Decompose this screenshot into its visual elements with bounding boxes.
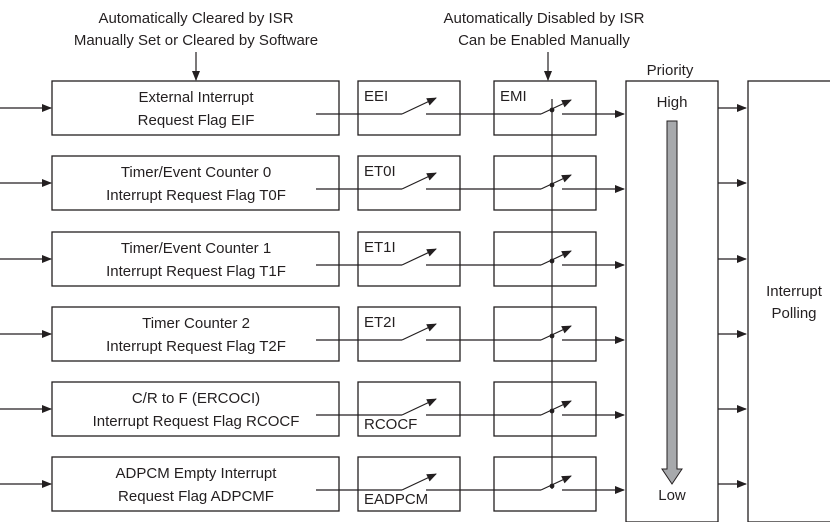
flag-name-line2: Interrupt Request Flag T2F: [106, 338, 286, 355]
enable-box: [357, 80, 461, 136]
master-switch: [540, 250, 572, 266]
master-switch: [540, 325, 572, 341]
interrupt-polling-box: [747, 80, 830, 522]
enable-switch-label: ET2I: [364, 314, 396, 331]
enable-switch-label: EADPCM: [364, 491, 428, 508]
emi-annotation: Automatically Disabled by ISR Can be Ena…: [444, 10, 645, 81]
enable-switch: [401, 398, 437, 416]
master-switch: [540, 99, 572, 115]
interrupt-polling-line2: Polling: [771, 305, 816, 322]
flag-name-line2: Interrupt Request Flag RCOCF: [93, 413, 300, 430]
flag-name-line1: Timer/Event Counter 1: [121, 240, 271, 257]
enable-switch: [401, 248, 437, 266]
flag-name-line1: Timer Counter 2: [142, 315, 250, 332]
priority-box: [625, 80, 719, 522]
flag-box: [51, 306, 340, 362]
enable-switch-label: ET1I: [364, 239, 396, 256]
flag-note-line2: Manually Set or Cleared by Software: [74, 32, 318, 49]
master-enable-box: [493, 80, 597, 136]
flag-note-line1: Automatically Cleared by ISR: [98, 10, 293, 27]
master-switch: [540, 174, 572, 190]
flag-name-line2: Interrupt Request Flag T0F: [106, 187, 286, 204]
master-enable-box: [493, 231, 597, 287]
priority-down-arrow: [661, 120, 683, 485]
master-enable-box: [493, 306, 597, 362]
priority-title: Priority: [647, 62, 694, 79]
flag-name-line2: Request Flag EIF: [138, 112, 255, 129]
master-switch-label: EMI: [500, 88, 527, 105]
flag-name-line1: ADPCM Empty Interrupt: [116, 465, 278, 482]
flag-name-line1: External Interrupt: [138, 89, 254, 106]
interrupt-polling-line1: Interrupt: [766, 283, 823, 300]
enable-switch-label: RCOCF: [364, 416, 417, 433]
flag-box: [51, 80, 340, 136]
enable-box: [357, 155, 461, 211]
enable-box: [357, 231, 461, 287]
enable-box: [357, 456, 461, 512]
flag-annotation: Automatically Cleared by ISR Manually Se…: [74, 10, 318, 81]
flag-box: [51, 381, 340, 437]
enable-box: [357, 306, 461, 362]
enable-switch-label: ET0I: [364, 163, 396, 180]
flag-name-line2: Request Flag ADPCMF: [118, 488, 274, 505]
emi-note-line2: Can be Enabled Manually: [458, 32, 630, 49]
master-switch: [540, 400, 572, 416]
flag-box: [51, 456, 340, 512]
master-enable-box: [493, 155, 597, 211]
emi-note-line1: Automatically Disabled by ISR: [444, 10, 645, 27]
flag-name-line1: Timer/Event Counter 0: [121, 164, 271, 181]
flag-box: [51, 155, 340, 211]
flag-name-line1: C/R to F (ERCOCI): [132, 390, 260, 407]
enable-switch: [401, 172, 437, 190]
priority-low-label: Low: [658, 487, 686, 504]
master-enable-box: [493, 381, 597, 437]
flag-name-line2: Interrupt Request Flag T1F: [106, 263, 286, 280]
flag-box: [51, 231, 340, 287]
enable-box: [357, 381, 461, 437]
enable-switch: [401, 473, 437, 491]
enable-switch: [401, 97, 437, 115]
enable-switch-label: EEI: [364, 88, 388, 105]
master-switch: [540, 475, 572, 491]
enable-switch: [401, 323, 437, 341]
priority-high-label: High: [657, 94, 688, 111]
master-enable-box: [493, 456, 597, 512]
